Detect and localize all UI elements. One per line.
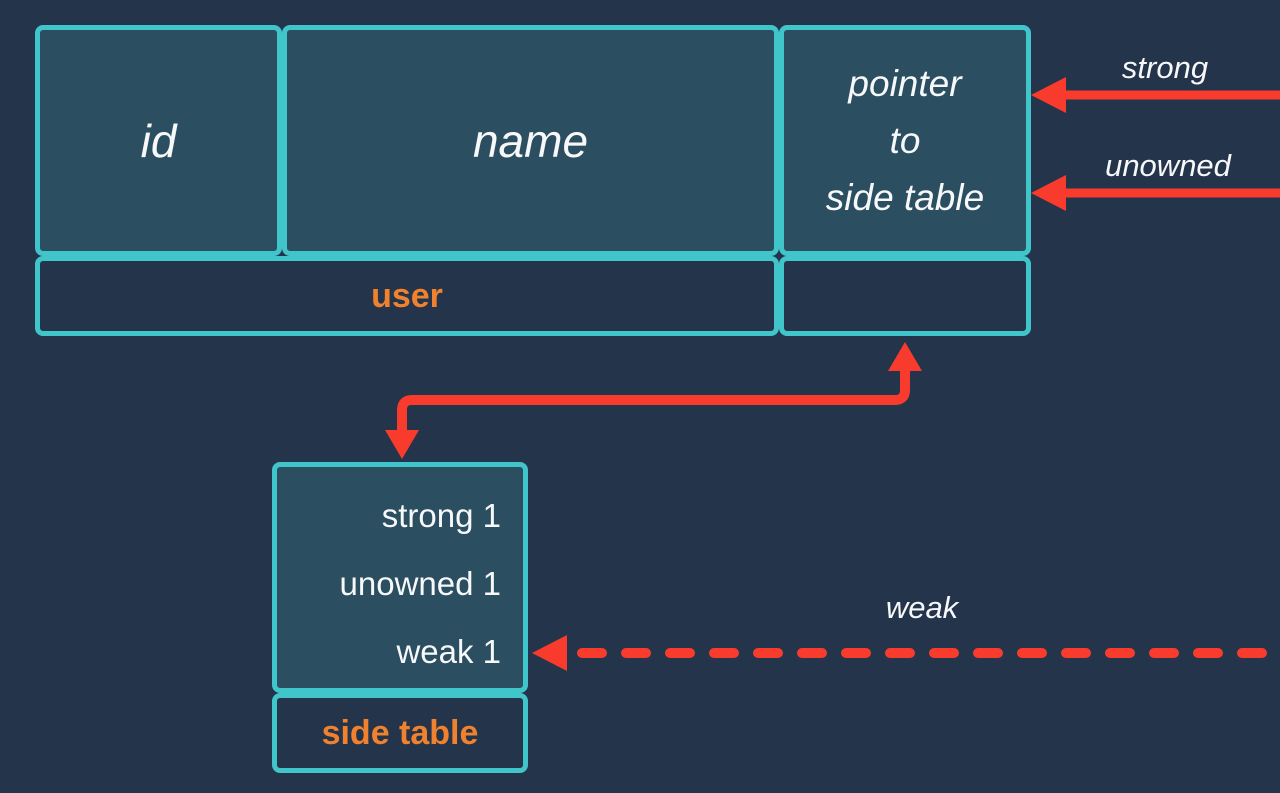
user-table-pointer-cell: pointer to side table [779,25,1031,256]
strong-arrow-label: strong [1121,50,1209,85]
weak-count-row: weak 1 [396,633,501,670]
user-table-empty-cell [779,256,1031,336]
weak-arrow-label: weak [885,590,959,625]
pointer-side-table-arrow-up-head-icon [888,342,922,371]
unowned-count-row: unowned 1 [339,565,501,602]
user-caption: user [371,276,443,315]
weak-arrow-head-icon [532,635,567,671]
pointer-to-side-table-label: pointer to side table [825,63,985,218]
user-table-id-cell: id [35,25,282,256]
side-table-counts-cell: strong 1 unowned 1 weak 1 [272,462,528,693]
weak-arrow [532,635,1280,671]
unowned-arrow-label: unowned [1105,148,1231,183]
name-label: name [472,114,589,167]
pointer-side-table-arrow [385,342,922,459]
pointer-side-table-arrow-line [397,369,910,431]
pointer-side-table-arrow-down-head-icon [385,430,419,459]
user-table-caption-cell: user [35,256,779,336]
side-table-caption-cell: side table [272,693,528,773]
user-table-name-cell: name [282,25,779,256]
id-label: id [140,114,177,167]
strong-count-row: strong 1 [381,497,501,534]
side-table-caption: side table [321,713,479,752]
side-table-counts-list: strong 1 unowned 1 weak 1 [340,467,523,686]
